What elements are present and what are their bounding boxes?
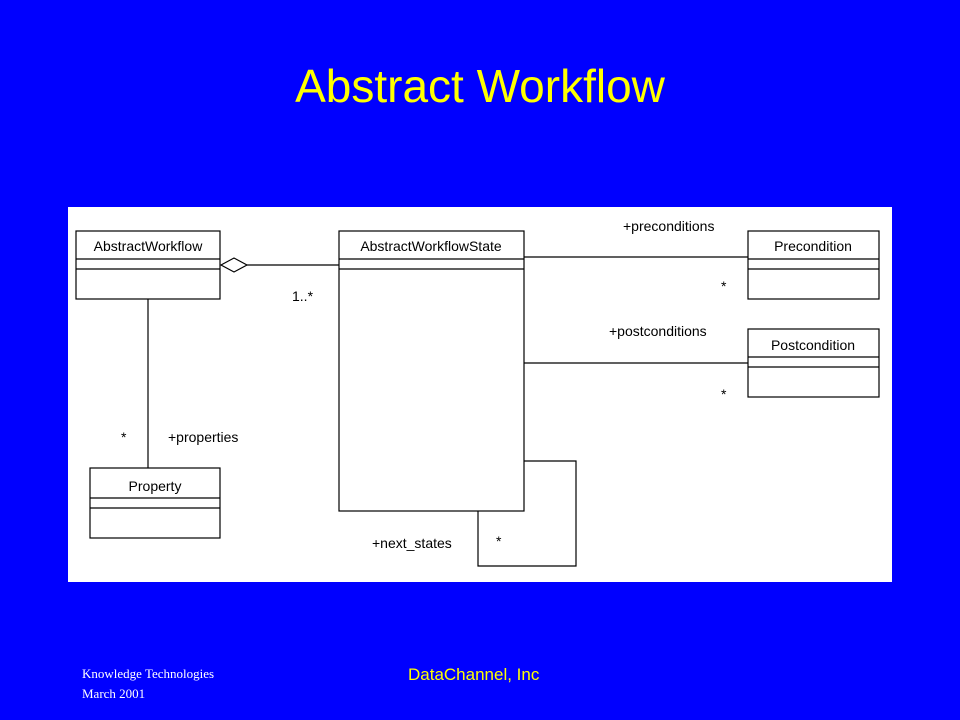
postcondition-class-name: Postcondition: [771, 337, 855, 353]
preconditions-role-label: +preconditions: [623, 218, 714, 234]
footer-company: DataChannel, Inc: [408, 665, 540, 684]
postconditions-multiplicity-label: *: [721, 386, 727, 402]
class-property: [89, 467, 221, 539]
properties-role-label: +properties: [168, 429, 238, 445]
next-states-multiplicity-label: *: [496, 533, 502, 549]
aggregation-multiplicity-label: 1..*: [292, 288, 314, 304]
footer-date: March 2001: [82, 686, 146, 701]
footer-event-name: Knowledge Technologies: [82, 666, 215, 681]
abstract-workflow-state-class-name: AbstractWorkflowState: [360, 238, 502, 254]
preconditions-multiplicity-label: *: [721, 278, 727, 294]
precondition-class-name: Precondition: [774, 238, 852, 254]
next-states-self-association: [477, 460, 577, 567]
postconditions-role-label: +postconditions: [609, 323, 707, 339]
property-class-name: Property: [129, 478, 182, 494]
uml-diagram-canvas: AbstractWorkflow AbstractWorkflowState P…: [75, 218, 880, 567]
next-states-role-label: +next_states: [372, 535, 452, 551]
class-abstract-workflow-state: [338, 230, 525, 512]
uml-class-diagram: AbstractWorkflow AbstractWorkflowState P…: [68, 207, 892, 582]
abstract-workflow-class-name: AbstractWorkflow: [94, 238, 204, 254]
footer-left: Knowledge Technologies March 2001: [82, 664, 214, 704]
properties-multiplicity-label: *: [121, 429, 127, 445]
aggregation-diamond: [219, 257, 249, 273]
class-precondition: [747, 230, 880, 300]
slide-title: Abstract Workflow: [295, 60, 665, 112]
